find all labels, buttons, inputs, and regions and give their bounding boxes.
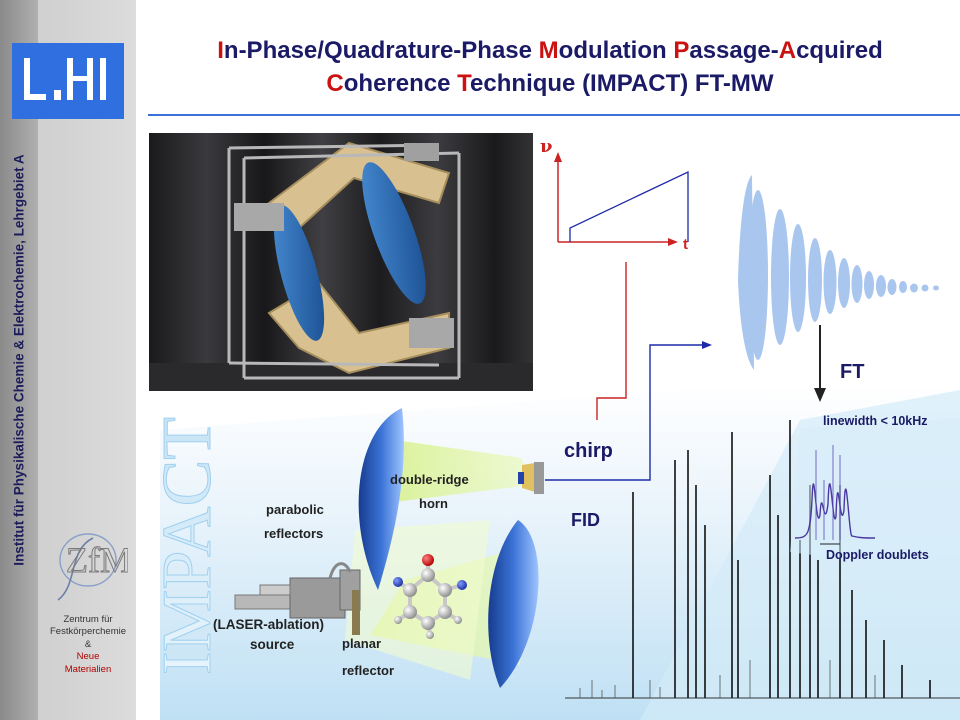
signal-path (596, 262, 627, 420)
nu-axis-label: ν (540, 136, 553, 157)
title-segment: oherence (343, 70, 458, 97)
title-segment: odulation (558, 37, 674, 64)
title-segment: C (326, 70, 344, 97)
reflector-label: reflector (342, 663, 395, 678)
title-segment: cquired (796, 37, 883, 64)
sidebar: Institut für Physikalische Chemie & Elek… (0, 0, 136, 720)
chirp-label: chirp (564, 440, 613, 462)
spectrometer-photo (149, 133, 533, 391)
title-divider (148, 114, 960, 116)
fid-path (545, 344, 702, 481)
linewidth-label: linewidth < 10kHz (823, 414, 928, 428)
parabolic-reflector-lower (488, 520, 539, 688)
sidebar-strip (0, 0, 38, 720)
molecule-model (393, 554, 467, 639)
zfm-line: Festkörperchemie (49, 626, 127, 638)
zfm-line: & (84, 638, 92, 650)
planar-label: planar (342, 636, 382, 651)
chirp-sweep (569, 170, 689, 242)
ft-label: FT (840, 361, 865, 383)
title-segment: T (457, 70, 471, 97)
zfm-line: Zentrum für (63, 614, 113, 625)
parabolic-reflector-upper (358, 408, 404, 590)
reflectors-label: reflectors (264, 526, 324, 541)
t-axis-label: t (683, 236, 688, 253)
zoom-cone (790, 418, 960, 575)
laser-ablation-source (234, 562, 361, 635)
zfm-line: Materialien (64, 663, 112, 675)
institute-logo (12, 43, 124, 119)
beam-cone (380, 438, 530, 502)
svg-text:ZfM: ZfM (66, 540, 128, 580)
chirp-inset (554, 152, 689, 246)
title-segment: A (778, 37, 797, 64)
impact-diagram: IMPACT (149, 152, 960, 720)
page-title: In-Phase/Quadrature-Phase Modulation Pas… (150, 34, 950, 100)
impact-watermark: IMPACT (149, 417, 226, 675)
doppler-doublets-inset (794, 445, 876, 545)
fid-signal (738, 175, 939, 370)
institute-name: Institut für Physikalische Chemie & Elek… (11, 154, 27, 566)
zfm-logo-icon: ZfM (57, 533, 128, 601)
laser-label: (LASER-ablation) (213, 617, 324, 632)
parabolic-label: parabolic (266, 502, 324, 517)
title-line-1: In-Phase/Quadrature-Phase Modulation Pas… (150, 34, 950, 67)
double-ridge-horn (518, 462, 544, 494)
fid-label: FID (571, 510, 600, 530)
title-line-2: Coherence Technique (IMPACT) FT-MW (150, 67, 950, 100)
doppler-label: Doppler doublets (826, 548, 929, 562)
zfm-line: Neue (76, 651, 100, 663)
title-segment: P (673, 37, 690, 64)
title-segment: I (217, 37, 224, 64)
source-label: source (250, 637, 295, 652)
title-segment: echnique (IMPACT) FT-MW (470, 70, 774, 97)
title-segment: n-Phase/Quadrature-Phase (223, 37, 539, 64)
title-segment: M (538, 37, 559, 64)
logo-mark-icon (24, 58, 106, 100)
double-ridge-label: double-ridge (390, 472, 469, 487)
zfm-caption: Zentrum für Festkörperchemie & Neue Mate… (38, 614, 138, 676)
horn-label: horn (419, 496, 448, 511)
title-segment: assage- (689, 37, 779, 64)
